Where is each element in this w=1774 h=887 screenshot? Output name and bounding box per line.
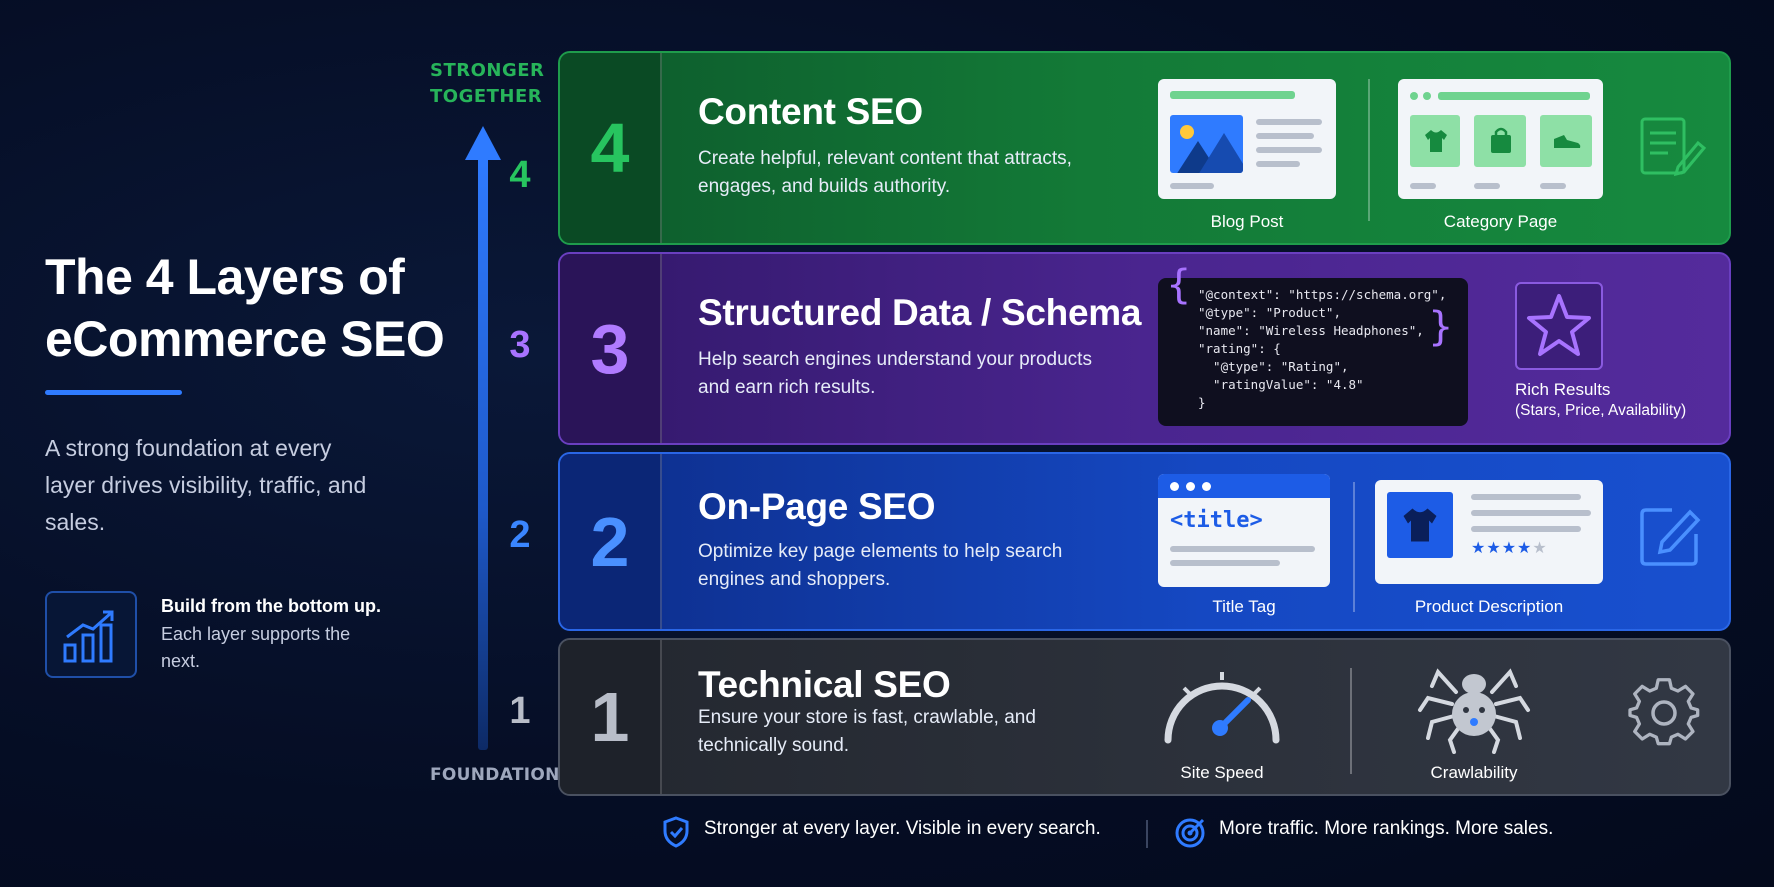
- tshirt-icon: [1425, 130, 1447, 152]
- title-tag-label: Title Tag: [1212, 597, 1276, 616]
- product-description-illustration: ★★★★★: [1375, 480, 1603, 584]
- layer-content-seo: 4 Content SEO Create helpful, relevant c…: [558, 51, 1731, 245]
- edit-square-icon: [1640, 508, 1701, 566]
- target-icon: [1175, 818, 1205, 848]
- speedometer-icon: [1164, 672, 1280, 744]
- code-line: "rating": {: [1198, 341, 1281, 356]
- site-speed-label: Site Speed: [1180, 763, 1264, 782]
- layer-description: Optimize key page elements to help searc…: [698, 541, 1063, 590]
- code-line: "@type": "Rating",: [1198, 359, 1349, 374]
- spider-crawler-icon: [1418, 668, 1530, 754]
- axis-line: [478, 150, 488, 750]
- blog-post-illustration: [1158, 79, 1336, 199]
- layer-description: Create helpful, relevant content that at…: [698, 148, 1072, 197]
- rating-stars-icon: ★★★★★: [1471, 540, 1548, 557]
- layer-description: Ensure your store is fast, crawlable, an…: [698, 707, 1036, 756]
- layer-number: 2: [560, 454, 662, 629]
- layer-title: Content SEO: [698, 91, 923, 132]
- crawlability-label: Crawlability: [1430, 763, 1518, 782]
- layer-on-page-seo: 2 On-Page SEO Optimize key page elements…: [558, 452, 1731, 631]
- code-line: "ratingValue": "4.8": [1198, 377, 1364, 392]
- schema-code-block: { "@context": "https://schema.org", "@ty…: [1158, 265, 1468, 426]
- blog-post-label: Blog Post: [1210, 212, 1284, 231]
- layer-title: Structured Data / Schema: [698, 292, 1142, 333]
- code-line: "name": "Wireless Headphones",: [1198, 323, 1424, 338]
- axis-number-1: 1: [509, 690, 531, 732]
- layer-technical-seo: 1 Technical SEO Ensure your store is fas…: [558, 638, 1731, 796]
- build-subtitle: Each layer supports the next.: [161, 624, 351, 671]
- layer-title: On-Page SEO: [698, 486, 936, 527]
- axis-number-4: 4: [509, 154, 531, 196]
- shoe-icon: [1554, 135, 1581, 148]
- edit-document-icon: [1640, 117, 1706, 177]
- build-title: Build from the bottom up.: [161, 596, 381, 616]
- shopping-bag-icon: [1491, 127, 1511, 153]
- layer-number: 3: [560, 254, 662, 443]
- axis-number-3: 3: [509, 324, 531, 366]
- title-underline: [45, 390, 182, 395]
- footer-left-text: Stronger at every layer. Visible in ever…: [704, 818, 1101, 839]
- layer-number: 4: [560, 53, 662, 243]
- layer-structured-data: 3 Structured Data / Schema Help search e…: [558, 252, 1731, 445]
- layer-title: Technical SEO: [698, 664, 951, 705]
- category-page-label: Category Page: [1443, 212, 1558, 231]
- axis-number-2: 2: [509, 514, 531, 556]
- axis-bottom-label: FOUNDATION: [430, 765, 560, 785]
- axis-arrow-icon: [465, 126, 501, 160]
- tshirt-icon: [1403, 508, 1437, 542]
- category-page-illustration: [1398, 79, 1603, 199]
- page-title: The 4 Layers of eCommerce SEO: [45, 249, 445, 367]
- rich-results-subtitle: (Stars, Price, Availability): [1515, 402, 1687, 419]
- layer-number: 1: [560, 640, 662, 794]
- code-line: "@context": "https://schema.org",: [1198, 287, 1447, 302]
- gear-icon: [1628, 678, 1700, 746]
- shield-check-icon: [663, 816, 689, 848]
- axis-top-label: STRONGER TOGETHER: [430, 60, 545, 107]
- code-line: "@type": "Product",: [1198, 305, 1341, 320]
- product-description-label: Product Description: [1414, 597, 1564, 616]
- code-line: }: [1198, 395, 1206, 410]
- page-subtitle: A strong foundation at every layer drive…: [45, 435, 367, 535]
- title-tag-illustration: <title>: [1158, 474, 1330, 587]
- rich-results-title: Rich Results: [1515, 380, 1611, 399]
- layer-description: Help search engines understand your prod…: [698, 349, 1092, 398]
- footer-right-text: More traffic. More rankings. More sales.: [1219, 818, 1554, 839]
- star-icon: [1515, 282, 1603, 370]
- growth-chart-icon: [45, 591, 137, 678]
- title-tag-text: <title>: [1170, 508, 1263, 533]
